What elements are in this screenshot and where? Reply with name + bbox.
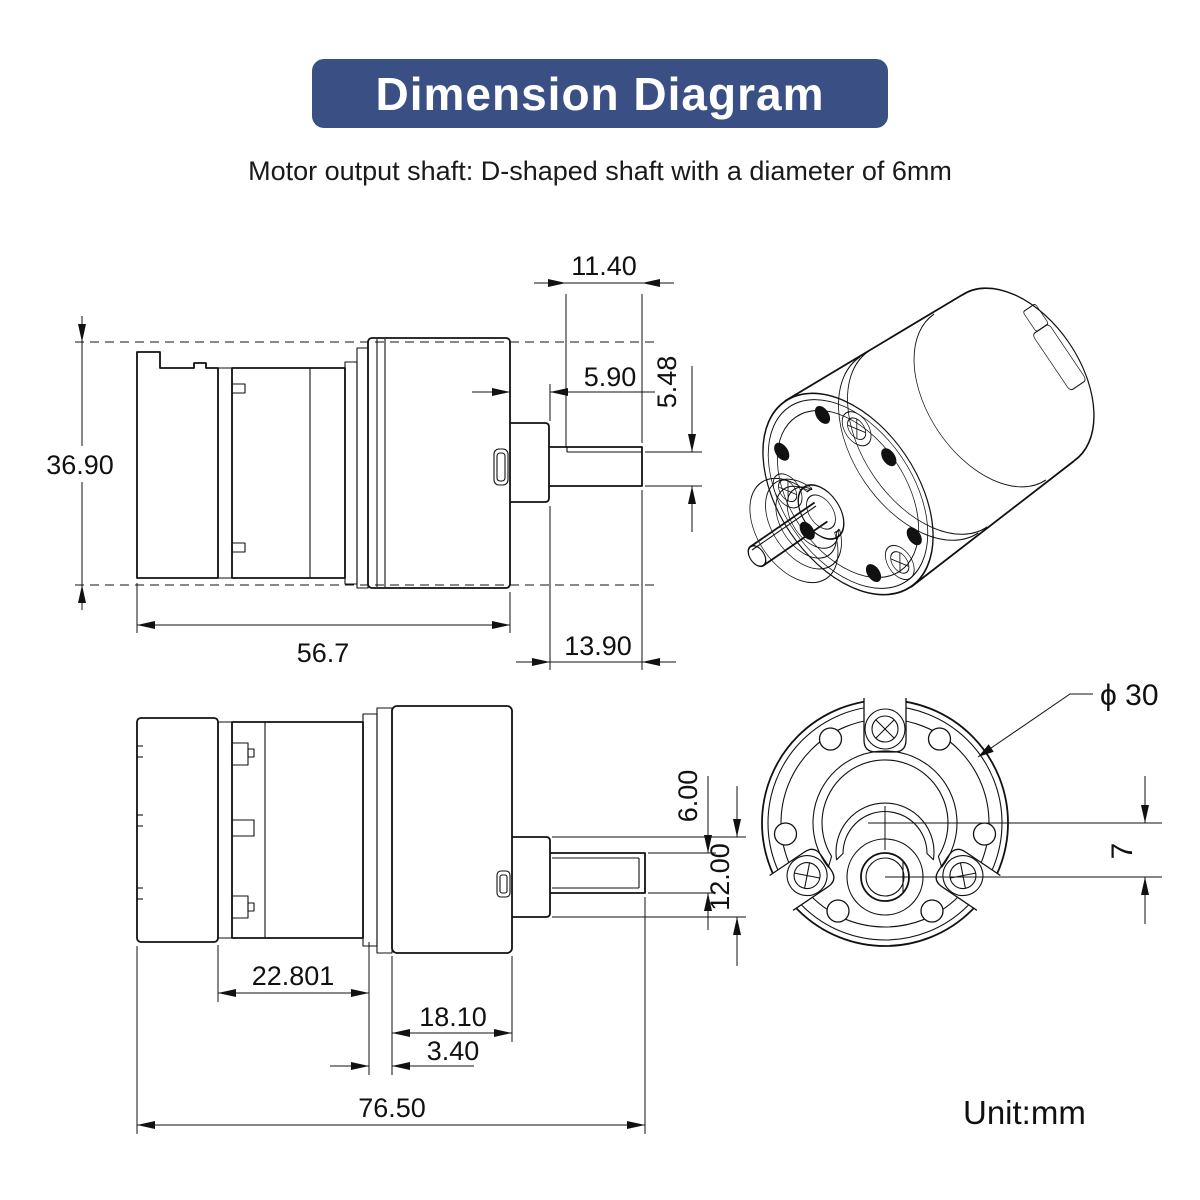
dim-label-7: 7 xyxy=(1106,843,1139,860)
output-boss-2 xyxy=(512,836,551,918)
motor-flange-2 xyxy=(217,721,255,939)
side-view-bottom-drawing: 22.801 18.10 3.40 76.50 xyxy=(136,705,746,1134)
dimension-total-length: 76.50 xyxy=(136,897,646,1134)
spacer-plate-2 xyxy=(362,713,378,947)
dimension-gearbox-length: 18.10 xyxy=(391,956,513,1075)
dim-label-56-7: 56.7 xyxy=(297,638,350,668)
dim-label-76-50: 76.50 xyxy=(358,1093,426,1123)
3d-boss xyxy=(797,484,845,540)
dimension-shaft-total: 11.40 xyxy=(534,251,674,448)
dimension-boss-diameter: 12.00 xyxy=(552,786,746,966)
gearbox-plate-2 xyxy=(376,707,393,954)
front-screws xyxy=(769,698,1001,911)
3d-shaft xyxy=(747,501,828,568)
dim-label-18-10: 18.10 xyxy=(419,1002,487,1032)
dim-label-11-40: 11.40 xyxy=(571,251,637,281)
output-shaft-2 xyxy=(550,852,646,894)
unit-label: Unit:mm xyxy=(963,1094,1086,1131)
page-title: Dimension Diagram xyxy=(375,67,825,120)
dim-label-5-90: 5.90 xyxy=(584,362,637,392)
motor-rear-cap-2 xyxy=(136,717,219,943)
dimension-shaft-offset: 7 xyxy=(868,776,1162,924)
dimension-motor-section: 22.801 xyxy=(217,942,370,1075)
3d-face xyxy=(749,392,934,596)
gearbox-housing xyxy=(367,337,511,589)
front-view-drawing: ϕ 30 7 xyxy=(761,679,1162,947)
dim-label-13-90: 13.90 xyxy=(564,631,632,661)
motor-can-2 xyxy=(231,721,364,939)
output-shaft xyxy=(549,446,643,487)
3d-perspective-view xyxy=(747,287,1095,596)
dim-label-22-801: 22.801 xyxy=(252,961,335,991)
dimension-body-height: 36.90 xyxy=(46,316,114,610)
title-banner: Dimension Diagram xyxy=(312,59,888,128)
dimension-body-length: 56.7 xyxy=(136,583,511,668)
3d-mount-hole xyxy=(814,405,831,424)
dim-label-12-00: 12.00 xyxy=(705,843,735,911)
dim-label-36-90: 36.90 xyxy=(46,450,114,480)
spacer-plate xyxy=(344,361,358,585)
dimension-shaft-flat: 5.48 xyxy=(645,356,702,532)
dim-label-5-48: 5.48 xyxy=(652,356,682,409)
side-view-top-drawing: 36.90 56.7 11.40 xyxy=(46,251,702,670)
motor-can xyxy=(231,367,346,579)
dimension-spacer: 3.40 xyxy=(330,1036,480,1070)
dim-label-3-40: 3.40 xyxy=(427,1036,480,1066)
motor-rear-cap xyxy=(136,351,219,579)
output-boss xyxy=(510,422,550,503)
front-mount-holes xyxy=(773,727,997,923)
dim-label-6-00: 6.00 xyxy=(673,770,703,823)
shaft-description: Motor output shaft: D-shaped shaft with … xyxy=(248,156,952,186)
front-crescents xyxy=(812,750,958,868)
dimension-shaft-length: 13.90 xyxy=(516,490,676,670)
dimension-face-diameter: ϕ 30 xyxy=(977,679,1159,758)
dimension-boss-length: 5.90 xyxy=(472,362,655,421)
dimension-shaft-diameter: 6.00 xyxy=(648,770,716,930)
3d-screw xyxy=(772,411,915,581)
gearbox-housing-2 xyxy=(391,705,513,954)
gearbox-plate xyxy=(356,347,369,589)
dim-label-phi30: ϕ 30 xyxy=(1100,679,1159,712)
